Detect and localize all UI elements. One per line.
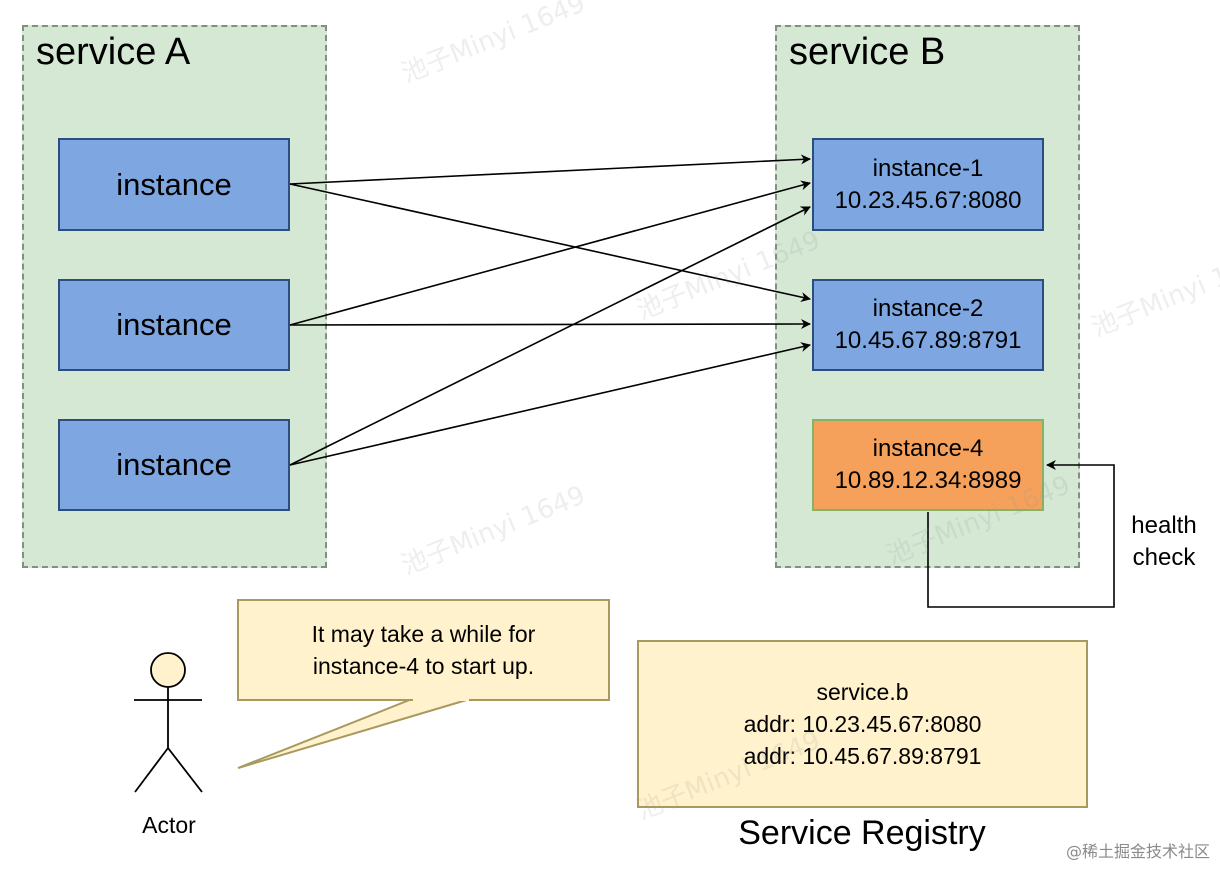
registry-entry-service: service.b (816, 679, 909, 705)
service-b-instance-2-name: instance-2 (872, 295, 984, 322)
health-check-line-1: health (1131, 512, 1197, 539)
service-b-title: service B (789, 31, 946, 73)
actor-right-leg (167, 747, 203, 793)
service-a-instance-3: instance (58, 419, 290, 511)
actor-label: Actor (142, 812, 196, 838)
arrow-a1-to-b1 (289, 154, 811, 185)
arrow-a2-to-b1 (289, 180, 811, 326)
actor-head (150, 652, 186, 688)
service-b-instance-1-name: instance-1 (872, 154, 984, 182)
arrow-a1-to-b2 (289, 183, 811, 302)
service-b-instance-1: instance-1 10.23.45.67:8080 (812, 138, 1044, 231)
health-check-label: health check (1118, 510, 1210, 574)
service-b-instance-1-addr: 10.23.45.67:8080 (834, 186, 1022, 214)
callout-tail-cover (413, 697, 469, 701)
callout-tail (237, 698, 471, 769)
callout-line-2: instance-4 to start up. (312, 653, 535, 679)
health-check-line-2: check (1132, 544, 1196, 571)
service-registry-caption: Service Registry (738, 814, 986, 852)
actor-figure (134, 652, 203, 793)
arrow-a3-to-b2 (289, 342, 811, 466)
health-check-loop (927, 460, 1115, 608)
service-a-instance-1: instance (58, 138, 290, 231)
credit-text: @稀土掘金技术社区 (1065, 842, 1210, 861)
service-a-instance-2-label: instance (116, 307, 232, 342)
actor-left-leg (134, 747, 169, 793)
arrow-a2-to-b2 (289, 319, 811, 330)
service-a-instance-3-label: instance (116, 447, 232, 482)
callout-line-1: It may take a while for (311, 621, 536, 647)
registry-entry-addr-1: addr: 10.23.45.67:8080 (743, 711, 982, 737)
service-b-instance-2-addr: 10.45.67.89:8791 (834, 327, 1022, 354)
service-b-instance-4: instance-4 10.89.12.34:8989 (812, 419, 1044, 511)
service-b-instance-2: instance-2 10.45.67.89:8791 (812, 279, 1044, 371)
service-b-instance-4-addr: 10.89.12.34:8989 (834, 467, 1022, 494)
service-a-title: service A (36, 31, 191, 73)
callout-note: It may take a while for instance-4 to st… (237, 599, 610, 701)
arrow-a3-to-b1 (289, 206, 811, 466)
service-registry-box: service.b addr: 10.23.45.67:8080 addr: 1… (637, 640, 1088, 808)
service-b-instance-4-name: instance-4 (872, 435, 984, 462)
service-a-instance-1-label: instance (116, 166, 232, 202)
registry-entry-addr-2: addr: 10.45.67.89:8791 (743, 743, 982, 769)
service-a-instance-2: instance (58, 279, 290, 371)
